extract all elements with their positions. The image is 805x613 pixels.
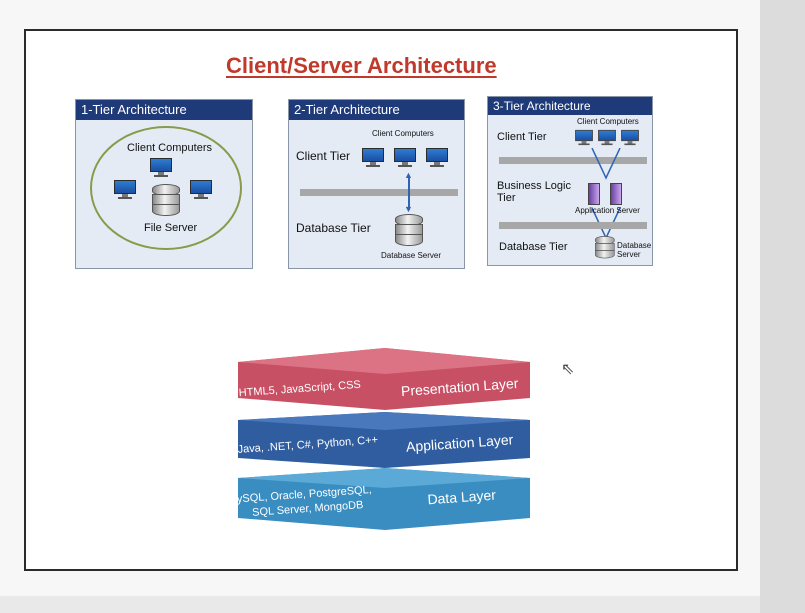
- application-server-icon: [610, 183, 622, 205]
- monitor-icon: [190, 180, 212, 199]
- tier3-client-computers-label: Client Computers: [577, 117, 639, 126]
- tier3-panel: 3-Tier Architecture: [487, 96, 653, 266]
- tier3-database-tier-label: Database Tier: [499, 241, 568, 253]
- tier3-lower-separator-bar: [499, 222, 647, 229]
- tier3-database-label-2: Server: [617, 250, 641, 259]
- application-layer-name: Application Layer: [406, 431, 515, 454]
- tier1-client-label: Client Computers: [127, 142, 212, 154]
- monitor-icon: [394, 148, 416, 167]
- monitor-icon: [362, 148, 384, 167]
- database-icon: [395, 214, 423, 248]
- database-icon: [152, 184, 180, 218]
- tier3-database-label-1: Database: [617, 241, 652, 250]
- tier3-application-server-label: Application Server: [575, 206, 640, 215]
- tier1-boundary-ellipse: [90, 126, 242, 250]
- monitor-icon: [114, 180, 136, 199]
- right-edge-strip: [760, 0, 805, 613]
- tier2-client-computers-label: Client Computers: [372, 129, 434, 138]
- database-icon: [595, 236, 615, 260]
- monitor-icon: [621, 129, 639, 146]
- tier3-upper-separator-bar: [499, 157, 647, 164]
- monitor-icon: [598, 129, 616, 146]
- tier3-client-tier-label: Client Tier: [497, 131, 547, 143]
- monitor-icon: [150, 158, 172, 177]
- presentation-layer: HTML5, JavaScript, CSS Presentation Laye…: [238, 348, 530, 410]
- application-layer: Java, .NET, C#, Python, C++ Application …: [237, 412, 530, 468]
- tier2-panel: 2-Tier Architecture: [288, 99, 465, 269]
- tier2-header: 2-Tier Architecture: [289, 100, 464, 120]
- layer-stack-diagram: MySQL, Oracle, PostgreSQL, SQL Server, M…: [230, 348, 530, 530]
- tier2-separator-bar: [300, 189, 458, 196]
- monitor-icon: [426, 148, 448, 167]
- tier2-database-tier-label: Database Tier: [296, 221, 371, 235]
- tier3-business-logic-label-1: Business Logic: [497, 180, 571, 192]
- tier3-header: 3-Tier Architecture: [488, 97, 652, 115]
- mouse-cursor-icon: ⇖: [561, 361, 575, 378]
- arrow-up-icon: ▲: [404, 170, 413, 180]
- arrow-down-icon: ▼: [404, 204, 413, 214]
- tier1-server-label: File Server: [144, 222, 198, 234]
- tier1-header: 1-Tier Architecture: [76, 100, 252, 120]
- tier3-business-logic-label-2: Tier: [497, 192, 516, 204]
- data-layer-name: Data Layer: [427, 487, 497, 508]
- data-layer: MySQL, Oracle, PostgreSQL, SQL Server, M…: [230, 468, 530, 530]
- tier2-database-server-label: Database Server: [381, 251, 442, 260]
- monitor-icon: [575, 129, 593, 146]
- tier2-connection-arrow: [408, 178, 410, 210]
- slide-title: Client/Server Architecture: [226, 53, 497, 78]
- tier2-client-tier-label: Client Tier: [296, 149, 351, 163]
- application-server-icon: [588, 183, 600, 205]
